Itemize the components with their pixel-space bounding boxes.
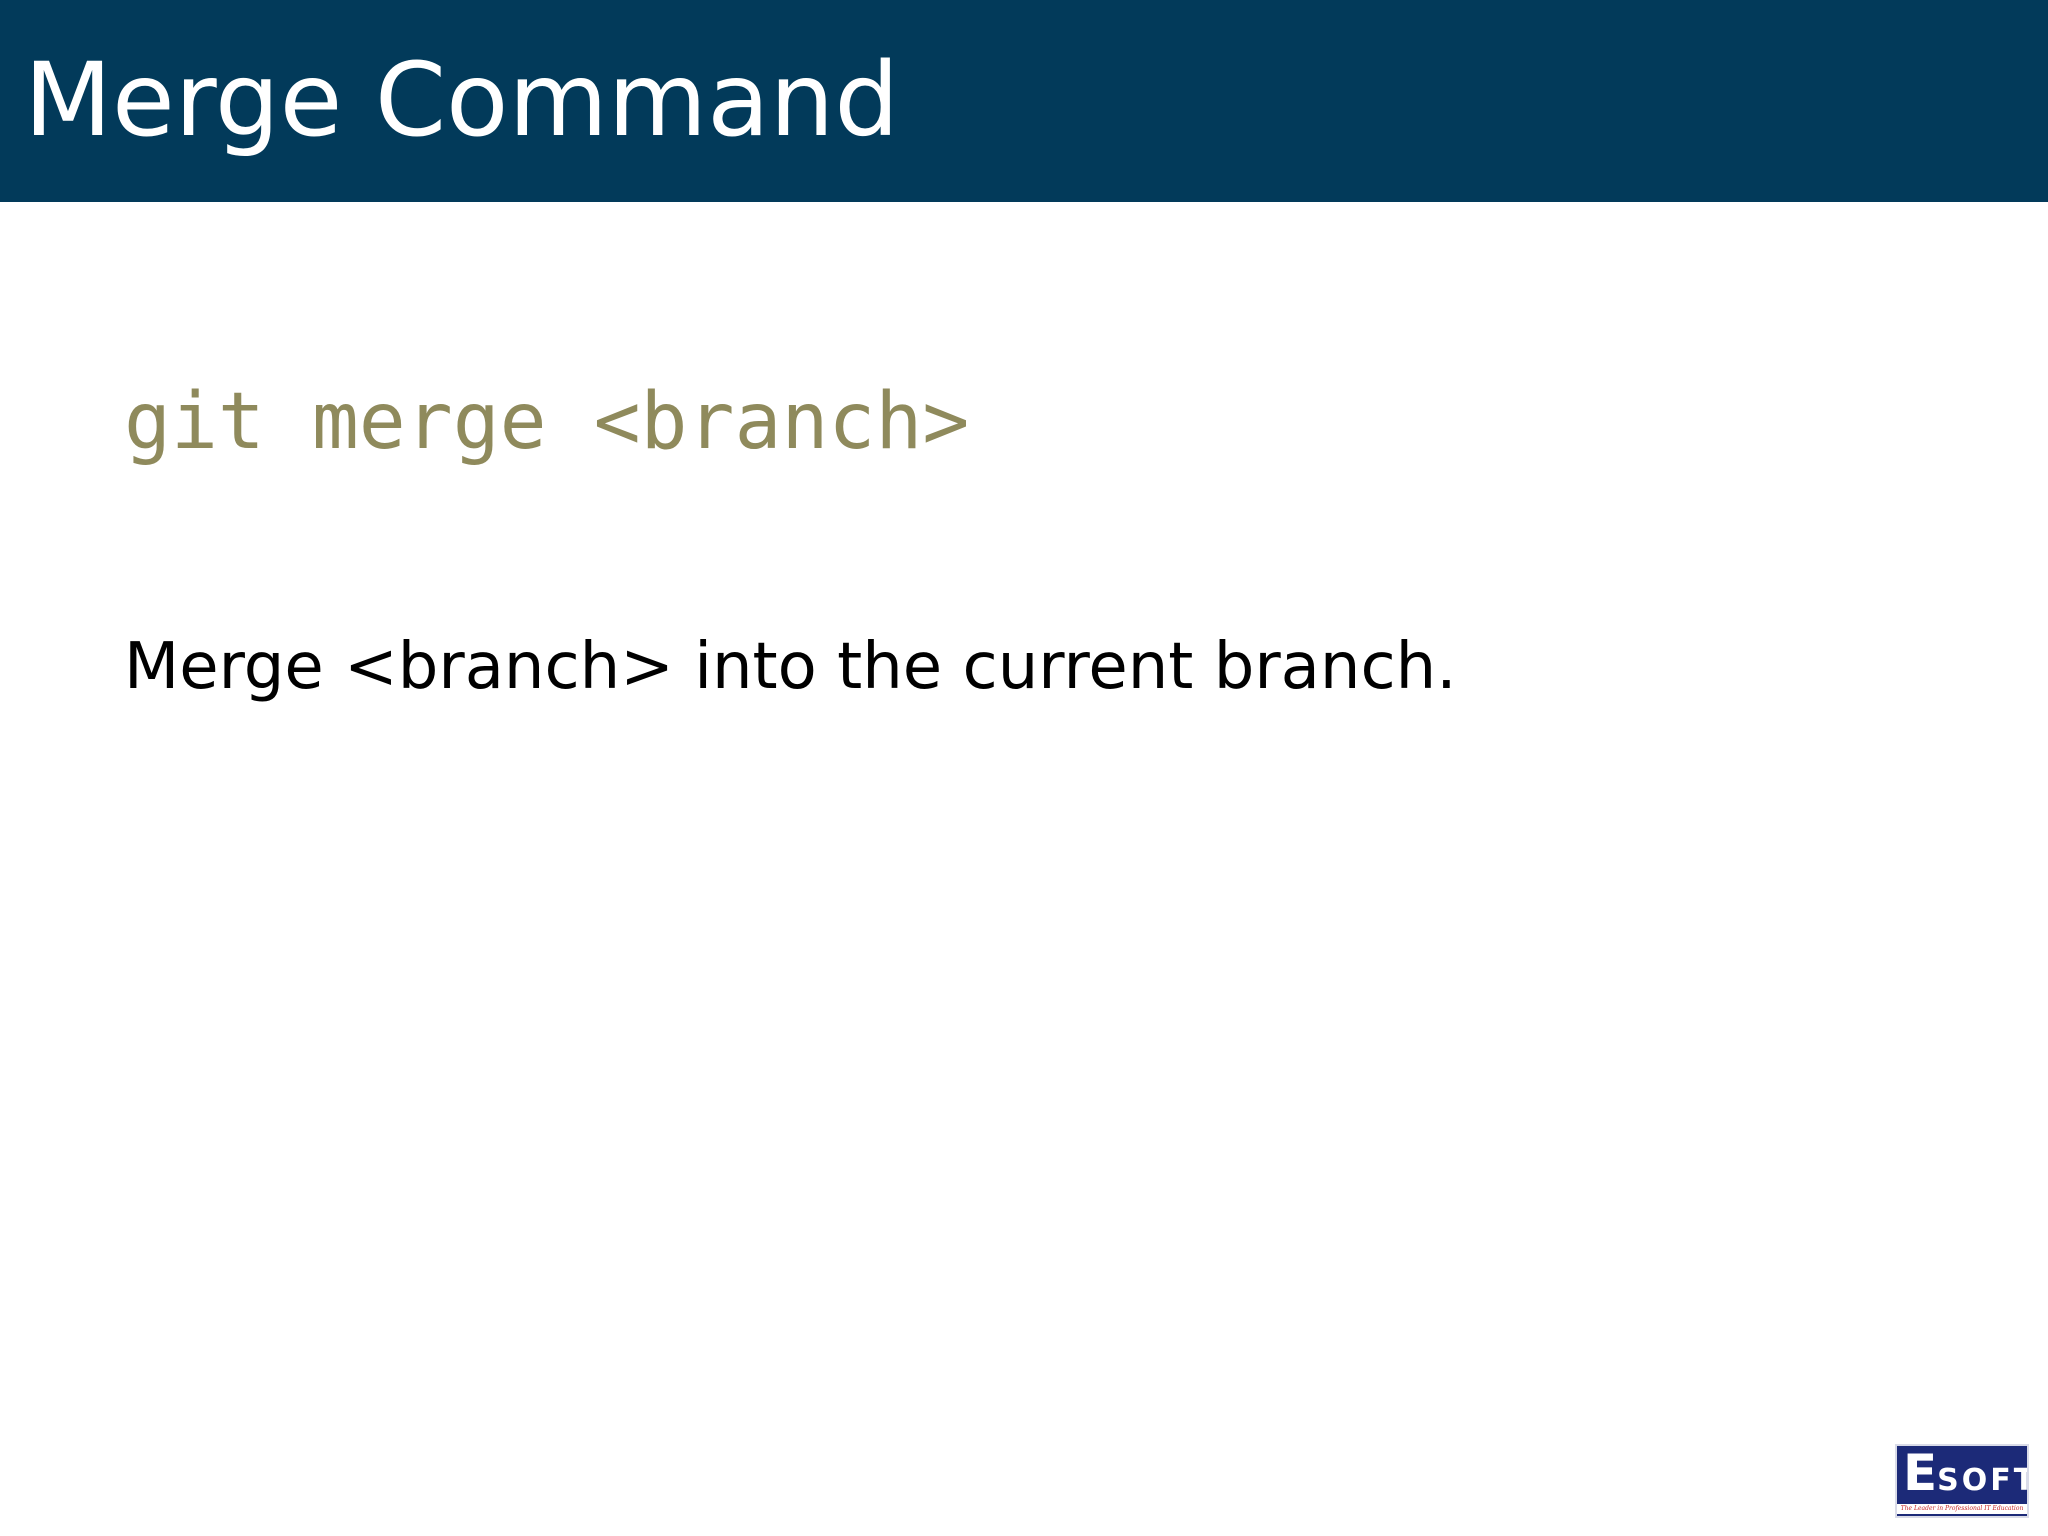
title-bar: Merge Command bbox=[0, 0, 2048, 202]
logo-letters-small: SOFT bbox=[1937, 1463, 2029, 1498]
slide-title: Merge Command bbox=[24, 41, 900, 160]
code-command: git merge <branch> bbox=[124, 377, 970, 467]
command-description: Merge <branch> into the current branch. bbox=[124, 630, 1457, 704]
logo-letter-big: E bbox=[1903, 1444, 1938, 1502]
logo-tagline: The Leader in Professional IT Education bbox=[1897, 1504, 2027, 1514]
logo-wordmark: ESOFT bbox=[1903, 1448, 2029, 1498]
esoft-logo: ESOFT The Leader in Professional IT Educ… bbox=[1895, 1444, 2029, 1518]
